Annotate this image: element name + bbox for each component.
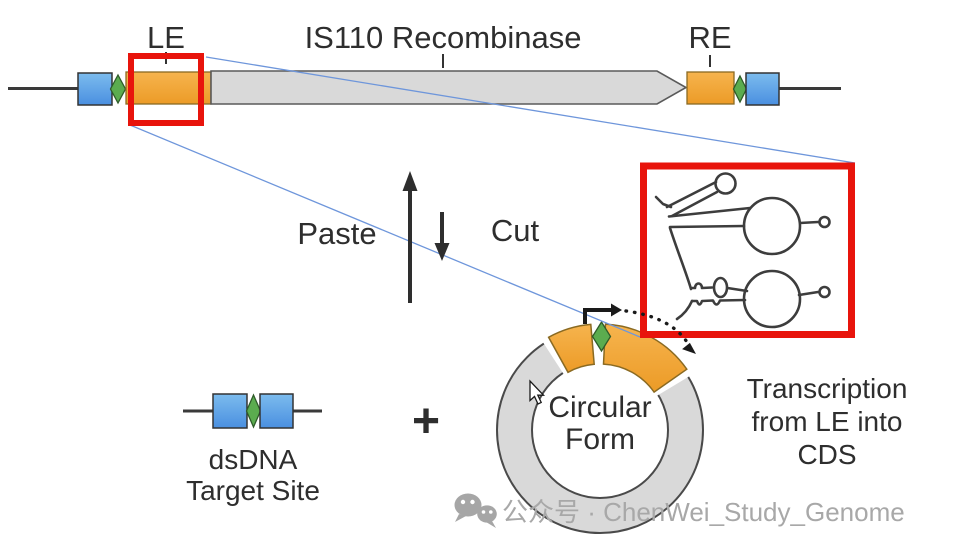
watermark: 公众号 · ChenWei_Study_Genome	[454, 493, 905, 528]
dsdna-core-diamond	[245, 393, 262, 429]
inset-red-box	[640, 162, 855, 338]
rna-stem-upper	[665, 180, 718, 209]
circle-junction-diamond	[591, 320, 612, 353]
rna-top-loop	[714, 172, 737, 195]
rna-duplex1-upper	[667, 206, 752, 218]
recombinase-cds-arrow	[210, 70, 688, 105]
wechat-bubble-small	[477, 505, 497, 523]
rna-stem-lower	[670, 190, 719, 218]
cut-label: Cut	[491, 213, 540, 248]
paste-label: Paste	[297, 216, 376, 251]
target-half-site-left	[77, 72, 113, 106]
rna-loop-2	[742, 269, 802, 329]
cut-arrow-head	[434, 243, 450, 261]
transcription-label-3: CDS	[797, 439, 856, 470]
rna-duplex1-lower	[668, 224, 746, 229]
re-segment	[686, 71, 735, 105]
dsdna-target-site: dsDNA Target Site	[183, 393, 322, 506]
ring-gap-left	[539, 332, 571, 380]
circular-form-label-2: Form	[565, 423, 635, 456]
wechat-eye-1	[460, 499, 466, 505]
rna-stub-2	[797, 290, 820, 297]
recombinase-label: IS110 Recombinase	[305, 20, 582, 55]
target-half-site-right	[745, 72, 780, 106]
rna-stub-1	[798, 220, 820, 225]
rna-structure-inset	[640, 162, 855, 338]
paste-arrow-head	[402, 171, 418, 191]
rna-duplex2-upper-right	[726, 286, 749, 293]
dsdna-label-2: Target Site	[186, 475, 320, 506]
transcription-label-1: Transcription	[747, 373, 908, 404]
wechat-bubble-small-tail	[486, 521, 496, 528]
wechat-eye-2	[470, 499, 475, 505]
promoter-arrow-head	[611, 303, 622, 317]
dsdna-half-site-right	[259, 393, 294, 429]
transcription-dotted-arc	[624, 309, 689, 344]
rna-loop-1	[742, 196, 802, 256]
re-label: RE	[688, 20, 731, 55]
rna-left-curve	[668, 226, 693, 291]
le-label: LE	[147, 20, 185, 55]
promoter-arrow-shaft	[583, 308, 611, 324]
circular-form-label-1: Circular	[548, 391, 651, 424]
rna-bottom-hook	[675, 299, 694, 321]
watermark-text: 公众号 · ChenWei_Study_Genome	[502, 497, 905, 527]
circular-form-plasmid: Circular Form	[496, 318, 704, 534]
circle-re-arc	[547, 323, 596, 374]
wechat-bubble-large	[454, 493, 482, 517]
linear-construct: LE IS110 Recombinase RE	[8, 20, 841, 106]
wechat-eye-4	[489, 510, 493, 514]
rna-duplex2-upper-left	[689, 282, 714, 290]
rna-duplex2-lower	[690, 298, 747, 306]
rna-stub-loop-1	[818, 215, 831, 229]
transcription-arc-head	[682, 342, 696, 354]
ring-gap-right	[649, 365, 696, 400]
core-site-diamond-left	[109, 73, 127, 105]
wechat-eye-3	[481, 510, 486, 514]
transcription-annotation: Transcription from LE into CDS	[583, 303, 908, 470]
rna-stub-loop-2	[818, 285, 831, 299]
transcription-label-2: from LE into	[752, 406, 903, 437]
dsdna-label-1: dsDNA	[209, 444, 298, 475]
mouse-cursor	[529, 379, 546, 405]
core-site-diamond-right	[732, 74, 748, 104]
circle-le-arc	[602, 323, 688, 394]
paste-cut-reaction: Paste Cut	[297, 171, 540, 303]
wechat-bubble-large-tail	[455, 514, 466, 522]
callout-line-bottom	[129, 124, 641, 338]
wechat-icon	[454, 493, 497, 528]
plus-sign: +	[412, 395, 440, 448]
rna-structure-drawing	[654, 172, 831, 329]
dsdna-half-site-left	[212, 393, 248, 429]
callout-line-top	[205, 56, 856, 164]
le-highlight-box	[128, 53, 204, 126]
